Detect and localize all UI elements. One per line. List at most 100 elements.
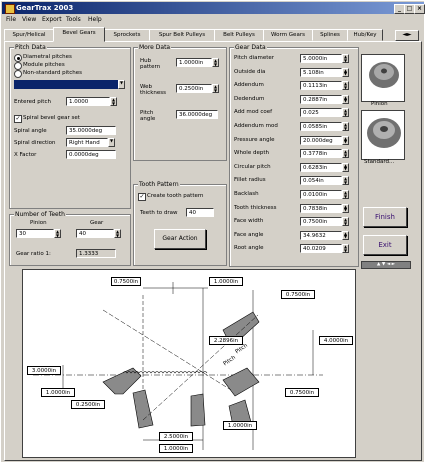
gear-data-spinner[interactable]: ▲▼: [342, 203, 349, 213]
finish-button[interactable]: Finish: [363, 207, 407, 227]
create-tooth-pattern-label: Create tooth pattern: [147, 193, 204, 199]
teeth-to-draw-input[interactable]: 40: [186, 208, 214, 217]
cone-line-2: [142, 314, 259, 421]
menu-tools[interactable]: Tools: [66, 16, 81, 23]
web-thickness-label: Web thickness: [140, 84, 166, 96]
tab-belt-pulleys[interactable]: Belt Pulleys: [214, 29, 264, 41]
gear-data-value[interactable]: 0.6283in: [300, 162, 342, 172]
gear-data-value[interactable]: 34.9632: [300, 230, 342, 240]
dim-label-1: 0.7500in: [111, 277, 141, 286]
dim-label-9: 0.2500in: [71, 400, 105, 409]
pitch-data-title: Pitch Data: [14, 44, 47, 51]
gear-data-value[interactable]: 0.025: [300, 108, 342, 118]
entered-pitch-spinner[interactable]: ▲▼: [110, 97, 117, 106]
spiral-direction-arrow[interactable]: ▼: [108, 138, 115, 147]
gear-data-spinner[interactable]: ▲▼: [342, 108, 349, 118]
tab-spur-helical[interactable]: Spur/Helical: [4, 29, 54, 41]
exit-button[interactable]: Exit: [363, 235, 407, 255]
gear-data-value[interactable]: 0.0585in: [300, 122, 342, 131]
gear-data-spinner[interactable]: ▲▼: [342, 217, 349, 227]
gear-data-value[interactable]: 0.054in: [300, 176, 342, 186]
dim-label-7: 1.0000in: [41, 388, 75, 397]
tab-spur-belt-pulleys[interactable]: Spur Belt Pulleys: [149, 29, 215, 41]
gear-data-spinner[interactable]: ▲▼: [342, 122, 349, 131]
gear-data-spinner[interactable]: ▲▼: [342, 176, 349, 186]
menu-help[interactable]: Help: [88, 16, 102, 23]
web-thickness-spinner[interactable]: ▲▼: [212, 84, 219, 93]
menu-file[interactable]: File: [6, 16, 17, 23]
gear-data-spinner[interactable]: ▲▼: [342, 94, 349, 104]
gear-data-spinner[interactable]: ▲▼: [342, 67, 349, 77]
spiral-bevel-checkbox[interactable]: ✓: [14, 115, 22, 123]
pitch-select-arrow[interactable]: ▼: [118, 80, 125, 89]
gear-data-spinner[interactable]: ▲▼: [342, 162, 349, 172]
gear-teeth-spinner[interactable]: ▲▼: [114, 229, 121, 238]
tab-bevel-gears[interactable]: Bevel Gears: [53, 27, 105, 42]
radio-module-label: Module pitches: [23, 62, 65, 68]
web-thickness-input[interactable]: 0.2500in: [176, 84, 212, 93]
menu-export[interactable]: Export: [42, 16, 62, 23]
gear-data-value[interactable]: 0.1113in: [300, 81, 342, 91]
gear-thumbnail[interactable]: [361, 110, 405, 160]
hub-pattern-input[interactable]: 1.0000in: [176, 58, 212, 67]
pinion-teeth-spinner[interactable]: ▲▼: [54, 229, 61, 238]
spiral-angle-input[interactable]: 35.0000deg: [66, 126, 116, 135]
gear-data-spinner[interactable]: ▲▼: [342, 149, 349, 159]
gear-data-spinner[interactable]: ▲▼: [342, 81, 349, 91]
radio-non-standard[interactable]: [14, 70, 22, 78]
navigation-arrows[interactable]: ▲ ▼ ◄ ►: [361, 261, 411, 269]
gear-data-label: Circular pitch: [234, 163, 271, 170]
menu-view[interactable]: View: [22, 16, 37, 23]
gear-data-spinner[interactable]: ▲▼: [342, 54, 349, 63]
gear-data-label: Addendum mod: [234, 123, 278, 129]
gear-data-value[interactable]: 0.7500in: [300, 217, 342, 227]
pitch-select[interactable]: [14, 80, 118, 89]
gear-data-spinner[interactable]: ▲▼: [342, 230, 349, 240]
gear-data-label: Root angle: [234, 245, 264, 252]
tab-sprockets[interactable]: Sprockets: [104, 29, 150, 41]
entered-pitch-input[interactable]: 1.0000: [66, 97, 110, 106]
pinion-teeth-label: Pinion: [30, 220, 47, 226]
dim-label-8: 0.7500in: [285, 388, 319, 397]
gear-action-button[interactable]: Gear Action: [154, 229, 206, 249]
gear-data-value[interactable]: 0.2887in: [300, 94, 342, 104]
tab-hub-key[interactable]: Hub/Key: [347, 29, 383, 41]
gear-teeth-input[interactable]: 40: [76, 229, 114, 238]
close-button[interactable]: ×: [414, 4, 425, 14]
gear-data-value[interactable]: 5.108in: [300, 67, 342, 77]
spiral-angle-label: Spiral angle: [14, 128, 47, 134]
radio-diametral[interactable]: [14, 54, 22, 62]
pinion-teeth-input[interactable]: 30: [16, 229, 54, 238]
gear-data-spinner[interactable]: ▲▼: [342, 244, 349, 254]
gear-data-value[interactable]: 5.0000in: [300, 54, 342, 63]
x-factor-label: X Factor: [14, 152, 37, 158]
gear-data-value[interactable]: 0.0100in: [300, 190, 342, 199]
pitch-angle-input[interactable]: 36.0000deg: [176, 110, 218, 119]
tab-splines[interactable]: Splines: [312, 29, 348, 41]
gear-data-value[interactable]: 40.0209: [300, 244, 342, 254]
tooth-pattern-group: Tooth Pattern ✓ Create tooth pattern Tee…: [133, 181, 227, 266]
bevel-gears-panel: Pitch Data Diametral pitches Module pitc…: [4, 41, 422, 461]
radio-module[interactable]: [14, 62, 22, 70]
spiral-direction-select[interactable]: Right Hand: [66, 138, 108, 147]
pinion-thumbnail[interactable]: [361, 54, 405, 102]
gear-data-spinner[interactable]: ▲▼: [342, 190, 349, 199]
gear-data-value[interactable]: 0.7838in: [300, 203, 342, 213]
gear-data-label: Fillet radius: [234, 177, 266, 184]
tab-scroll-arrows[interactable]: ◄►: [395, 30, 419, 41]
gear-data-value[interactable]: 0.3778in: [300, 149, 342, 159]
x-factor-input[interactable]: 0.0000deg: [66, 150, 116, 159]
menu-bar: File View Export Tools Help: [2, 15, 424, 25]
pinion-hub-left: [132, 389, 154, 429]
title-bar: GearTrax 2003 _ □ ×: [2, 2, 425, 14]
gear-thumbnail-caption: Standard...: [364, 159, 395, 165]
tab-worm-gears[interactable]: Worm Gears: [263, 29, 313, 41]
gear-drawing: 0.7500in 1.0000in 0.7500in 4.0000in 2.28…: [22, 269, 356, 458]
gear-ratio-value: 1.3333: [76, 249, 116, 258]
gear-data-value[interactable]: 20.000deg: [300, 135, 342, 145]
gear-data-spinner[interactable]: ▲▼: [342, 135, 349, 145]
spiral-bevel-label: Spiral bevel gear set: [23, 115, 80, 121]
create-tooth-pattern-checkbox[interactable]: ✓: [138, 193, 146, 201]
hub-pattern-spinner[interactable]: ▲▼: [212, 58, 219, 67]
gear-data-label: Addendum: [234, 82, 264, 89]
